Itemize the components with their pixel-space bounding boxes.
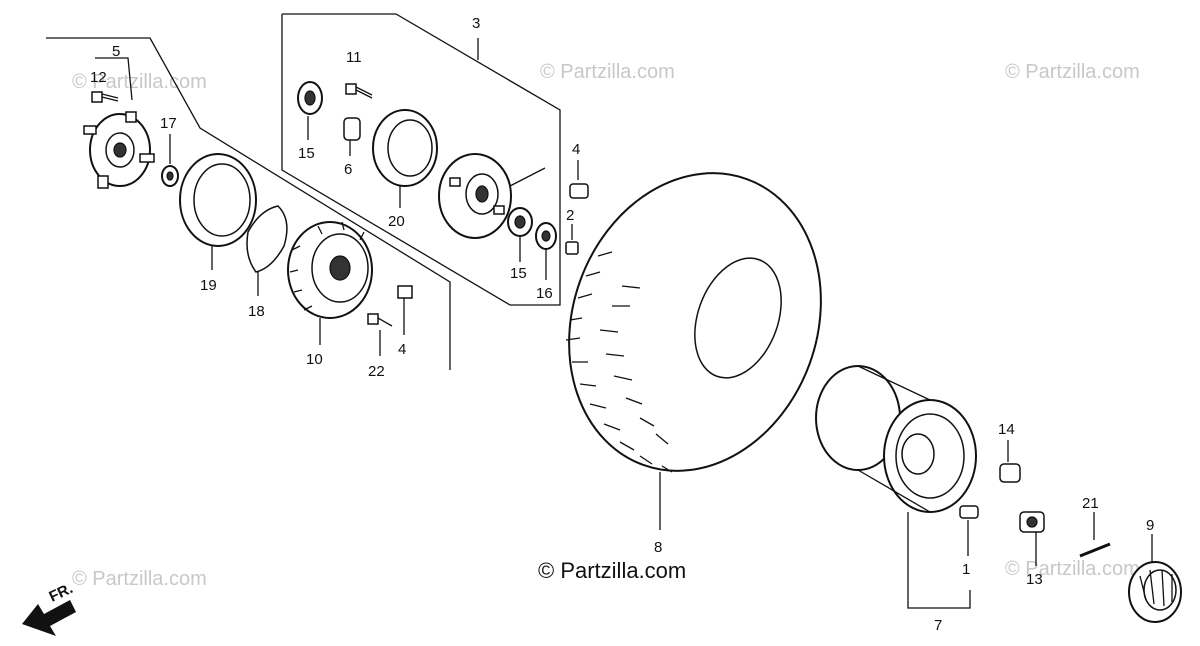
assembly-outline-3 [281,13,561,306]
callout-2: 2 [566,207,574,224]
callout-20: 20 [388,213,405,230]
part-15-bearing-lower[interactable] [507,207,533,262]
callout-15-upper: 15 [298,145,315,162]
part-2-nut[interactable] [565,224,579,255]
part-6-collar[interactable] [343,117,361,156]
part-22-bolt[interactable] [367,313,393,356]
callout-6: 6 [344,161,352,178]
part-7-rim[interactable] [815,365,977,609]
callout-3: 3 [472,15,480,32]
callout-10: 10 [306,351,323,368]
callout-19: 19 [200,277,217,294]
callout-13: 13 [1026,571,1043,588]
watermark-bottom-right: © Partzilla.com [1005,558,1140,580]
part-5-hub[interactable] [83,111,155,189]
part-15-bearing-upper[interactable] [297,81,323,140]
watermark-center: © Partzilla.com [538,558,686,583]
callout-1: 1 [962,561,970,578]
callout-16: 16 [536,285,553,302]
part-1-valve[interactable] [959,505,979,556]
part-4-bolt-lower[interactable] [397,285,413,335]
part-18-oring[interactable] [246,205,288,296]
part-11-bolt[interactable] [345,83,373,99]
part-10-hub[interactable] [287,221,373,345]
part-21-cotter-pin[interactable] [1079,512,1111,558]
callout-15-lower: 15 [510,265,527,282]
assembly-outline-left [46,37,451,370]
callout-4-upper: 4 [572,141,580,158]
part-8-tire[interactable] [528,137,861,530]
part-17-bearing[interactable] [161,134,179,187]
callout-22: 22 [368,363,385,380]
part-9-cap[interactable] [1128,534,1182,623]
part-19-ring[interactable] [179,153,257,270]
watermark-bottom-left: © Partzilla.com [72,568,207,590]
callout-21: 21 [1082,495,1099,512]
callout-5: 5 [112,43,120,60]
watermark-top-left: © Partzilla.com [72,71,207,93]
part-20-seal[interactable] [372,109,438,208]
callout-9: 9 [1146,517,1154,534]
callout-7: 7 [934,617,942,634]
front-direction-arrow: FR. [22,580,76,636]
callout-18: 18 [248,303,265,320]
callout-11: 11 [346,49,362,66]
part-13-castle-nut[interactable] [1019,511,1045,566]
watermark-top-center: © Partzilla.com [540,61,675,83]
callout-17: 17 [160,115,177,132]
part-4-nut-upper[interactable] [569,160,589,199]
callout-14: 14 [998,421,1015,438]
part-16-seal[interactable] [535,222,557,280]
part-3-brake-hub[interactable] [438,153,546,239]
callout-4-lower: 4 [398,341,406,358]
part-14-nut[interactable] [999,440,1021,483]
watermark-top-right: © Partzilla.com [1005,61,1140,83]
part-12-bolt[interactable] [91,91,119,103]
callout-8: 8 [654,539,662,556]
callout-12: 12 [90,69,107,86]
